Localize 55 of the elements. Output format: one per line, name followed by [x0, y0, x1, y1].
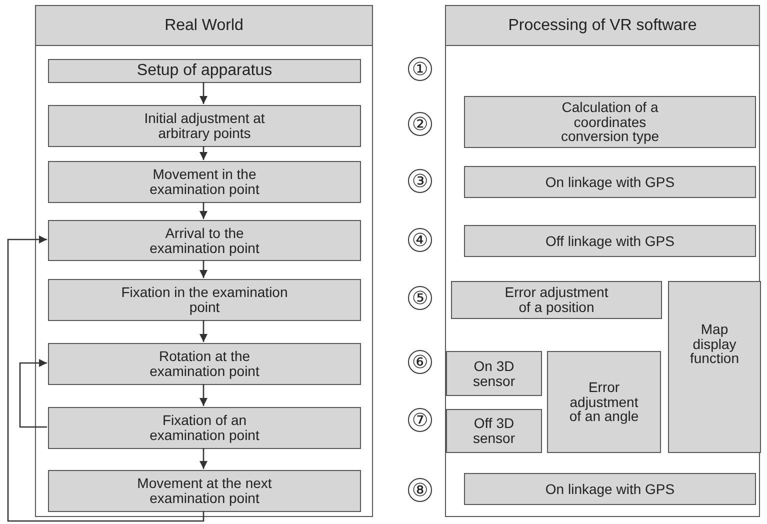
box-text: Calculation of a coordinates conversion type [560, 100, 660, 144]
step-number: ⑤ [408, 286, 432, 310]
box-text: Error adjustment of a position [504, 285, 610, 315]
box-text: Initial adjustment at arbitrary points [143, 111, 266, 141]
process-box [48, 59, 361, 83]
box-text: Off 3D sensor [472, 416, 516, 446]
arrow [19, 359, 47, 428]
process-box [48, 161, 361, 203]
box-text: Rotation at the examination point [148, 349, 260, 379]
process-box [464, 473, 756, 505]
step-number: ② [408, 112, 432, 136]
step-number: ⑥ [408, 350, 432, 374]
process-box [48, 279, 361, 321]
box-text: On 3D sensor [472, 358, 516, 388]
process-box [48, 105, 361, 147]
process-box [464, 96, 756, 148]
arrow [200, 146, 208, 160]
box-text: Fixation of an examination point [148, 413, 260, 443]
box-text: Off linkage with GPS [546, 234, 674, 248]
process-box [446, 409, 542, 453]
process-box [48, 470, 361, 512]
process-box [48, 343, 361, 385]
box-text: On linkage with GPS [545, 174, 675, 190]
box-text: Movement in the examination point [148, 167, 260, 197]
process-box [464, 166, 756, 198]
panel-title: Real World [164, 17, 244, 35]
arrow [200, 448, 208, 469]
arrow [200, 82, 208, 104]
process-box [547, 351, 661, 453]
box-text: Map display function [688, 322, 740, 366]
step-number: ① [408, 57, 432, 81]
box-text: Fixation in the examination point [120, 285, 289, 315]
arrow [200, 320, 208, 342]
step-number: ⑦ [408, 408, 432, 432]
box-text: Setup of apparatus [136, 62, 272, 80]
process-box [48, 220, 361, 261]
arrow [200, 260, 208, 278]
arrow [200, 202, 208, 219]
process-box [48, 407, 361, 449]
process-box [451, 281, 662, 319]
step-number: ③ [408, 169, 432, 193]
process-box [668, 281, 761, 453]
step-number: ⑧ [408, 478, 432, 502]
panel [35, 5, 373, 517]
box-text: Error adjustment of an angle [568, 380, 640, 424]
panel [445, 5, 760, 517]
process-box [464, 225, 756, 257]
step-number: ④ [408, 228, 432, 252]
arrow [7, 236, 204, 522]
process-box [446, 351, 542, 396]
box-text: Arrival to the examination point [148, 226, 260, 256]
box-text: On linkage with GPS [545, 482, 675, 496]
arrow [200, 384, 208, 406]
box-text: Movement at the next examination point [136, 476, 273, 506]
panel-title: Processing of VR software [508, 17, 697, 35]
